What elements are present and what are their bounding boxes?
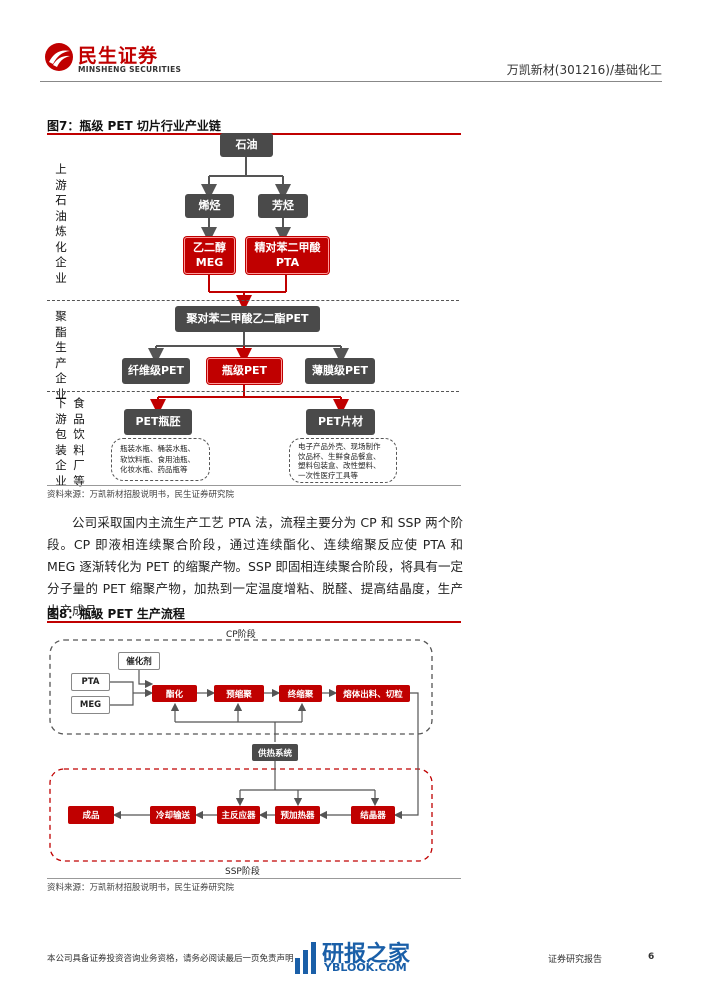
footer-disclaimer: 本公司具备证券投资咨询业务资格，请务必阅读最后一页免责声明	[47, 954, 294, 964]
flow-node-melt-cut: 熔体出料、切粒	[336, 685, 410, 702]
uses-sheet-line: 饮品杯、生鲜食品餐盒、	[298, 451, 381, 461]
section-label-polyester: 聚酯生产企业	[55, 309, 67, 401]
flow-node-catalyst: 催化剂	[118, 652, 160, 670]
figure7-source-divider	[47, 485, 461, 486]
flow-node-heating-system: 供热系统	[252, 744, 298, 761]
flow-node-cooling: 冷却输送	[150, 806, 196, 824]
node-meg-en: MEG	[195, 255, 224, 269]
node-film-pet: 薄膜级PET	[305, 358, 375, 384]
node-olefin: 烯烃	[185, 194, 234, 218]
uses-preform-line: 软饮料瓶、食用油瓶、	[120, 454, 195, 464]
node-aromatic: 芳烃	[258, 194, 308, 218]
node-fiber-pet: 纤维级PET	[122, 358, 190, 384]
node-sheet: PET片材	[306, 409, 375, 435]
flow-node-preheater: 预加热器	[275, 806, 320, 824]
node-preform: PET瓶胚	[124, 409, 192, 435]
node-bottle-pet: 瓶级PET	[207, 358, 282, 384]
cp-stage-label: CP阶段	[226, 630, 256, 640]
uses-preform-line: 瓶装水瓶、桶装水瓶、	[120, 444, 195, 453]
body-paragraph: 公司采取国内主流生产工艺 PTA 法，流程主要分为 CP 和 SSP 两个阶段。…	[47, 515, 463, 618]
header-divider	[40, 81, 662, 82]
flow-node-precondensation: 预缩聚	[214, 685, 264, 702]
node-meg-cn: 乙二醇	[193, 241, 226, 255]
uses-sheet-group: 电子产品外壳、现场制作 饮品杯、生鲜食品餐盒、 塑料包装盒、改性塑料、 一次性医…	[289, 438, 397, 483]
uses-sheet-line: 塑料包装盒、改性塑料、	[298, 461, 381, 470]
uses-sheet-line: 一次性医疗工具等	[298, 470, 358, 480]
node-oil: 石油	[220, 133, 273, 157]
section-divider	[47, 391, 459, 392]
brand-name-en: MINSHENG SECURITIES	[78, 65, 182, 74]
brand-name-cn: 民生证券	[78, 45, 159, 67]
footer-report-type: 证券研究报告	[548, 955, 603, 965]
node-pta: 精对苯二甲酸 PTA	[246, 237, 329, 274]
flow-node-main-reactor: 主反应器	[217, 806, 260, 824]
watermark-logo-icon	[295, 942, 316, 974]
flow-node-crystallizer: 结晶器	[351, 806, 395, 824]
watermark-text-cn: 研报之家	[322, 942, 411, 967]
node-meg: 乙二醇 MEG	[184, 237, 235, 274]
node-pet: 聚对苯二甲酸乙二酯PET	[175, 306, 320, 332]
watermark-text-en: YBLOOK.COM	[324, 961, 407, 974]
section-label-upstream: 上游石油炼化企业	[55, 162, 67, 285]
figure8-source-divider	[47, 878, 461, 879]
uses-preform-line: 化妆水瓶、药品瓶等	[120, 465, 188, 474]
flow-node-meg: MEG	[71, 696, 110, 714]
figure8-title-underline	[47, 621, 461, 623]
page-number: 6	[648, 952, 655, 962]
node-pta-cn: 精对苯二甲酸	[254, 241, 321, 255]
section-divider	[47, 300, 459, 301]
figure8-source: 资料来源：万凯新材招股说明书，民生证券研究院	[47, 883, 235, 893]
figure8-title: 图8：瓶级 PET 生产流程	[47, 607, 185, 621]
ssp-stage-label: SSP阶段	[225, 867, 260, 877]
uses-preform-group: 瓶装水瓶、桶装水瓶、 软饮料瓶、食用油瓶、 化妆水瓶、药品瓶等	[111, 438, 210, 481]
minsheng-logo-icon	[45, 43, 73, 71]
flow-node-pta: PTA	[71, 673, 110, 691]
section-label-food: 食品饮料厂等	[73, 396, 85, 488]
figure7-source: 资料来源：万凯新材招股说明书，民生证券研究院	[47, 490, 235, 500]
uses-sheet-line: 电子产品外壳、现场制作	[298, 442, 381, 451]
section-label-downstream: 下游包装企业	[55, 396, 67, 488]
node-pta-en: PTA	[275, 255, 300, 269]
flow-connectors	[49, 639, 433, 862]
flow-node-esterification: 酯化	[152, 685, 197, 702]
figure7-title: 图7：瓶级 PET 切片行业产业链	[47, 119, 221, 133]
flow-node-product: 成品	[68, 806, 114, 824]
header-company: 万凯新材(301216)/基础化工	[506, 63, 662, 77]
flow-node-final-condensation: 终缩聚	[279, 685, 322, 702]
